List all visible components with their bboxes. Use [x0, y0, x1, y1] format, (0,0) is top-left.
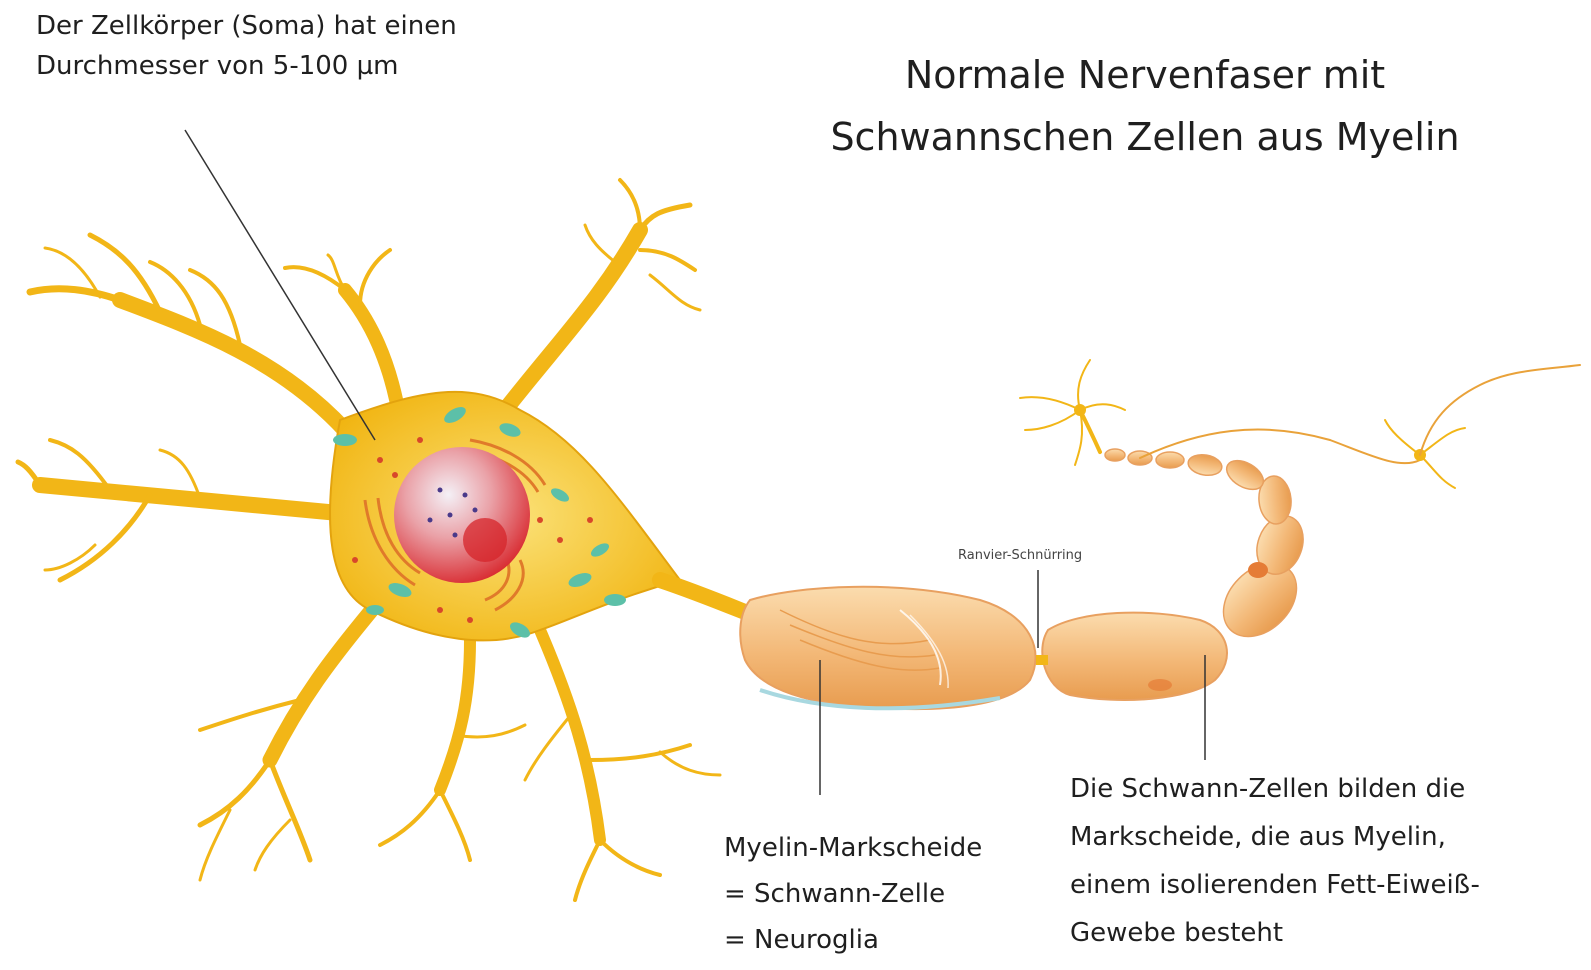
- schwann-label: Die Schwann-Zellen bilden die Markscheid…: [1070, 765, 1480, 957]
- schwann-label-line-2: Markscheide, die aus Myelin,: [1070, 813, 1480, 861]
- nucleolus: [463, 518, 507, 562]
- ranvier-label: Ranvier-Schnürring: [958, 548, 1082, 563]
- soma-label-line-2: Durchmesser von 5-100 µm: [36, 46, 457, 86]
- title-line-1: Normale Nervenfaser mit: [820, 44, 1470, 106]
- myelin-sheath-2: [1042, 613, 1227, 700]
- diagram-title: Normale Nervenfaser mit Schwannschen Zel…: [820, 44, 1470, 168]
- soma-label-line-1: Der Zellkörper (Soma) hat einen: [36, 6, 457, 46]
- schwann-label-line-3: einem isolierenden Fett-Eiweiß-: [1070, 861, 1480, 909]
- soma-label: Der Zellkörper (Soma) hat einen Durchmes…: [36, 6, 457, 86]
- myelin-sheath-1: [740, 587, 1035, 709]
- ranvier-node: [1036, 655, 1048, 665]
- myelin-label-line-2: = Schwann-Zelle: [724, 871, 982, 917]
- nucleus: [394, 447, 530, 583]
- myelin-label: Myelin-Markscheide = Schwann-Zelle = Neu…: [724, 825, 982, 963]
- myelin-label-line-1: Myelin-Markscheide: [724, 825, 982, 871]
- schwann-label-line-4: Gewebe besteht: [1070, 909, 1480, 957]
- axon: [660, 449, 1311, 709]
- myelin-label-line-3: = Neuroglia: [724, 917, 982, 963]
- axon-terminals: [1020, 360, 1580, 488]
- title-line-2: Schwannschen Zellen aus Myelin: [820, 106, 1470, 168]
- schwann-label-line-1: Die Schwann-Zellen bilden die: [1070, 765, 1480, 813]
